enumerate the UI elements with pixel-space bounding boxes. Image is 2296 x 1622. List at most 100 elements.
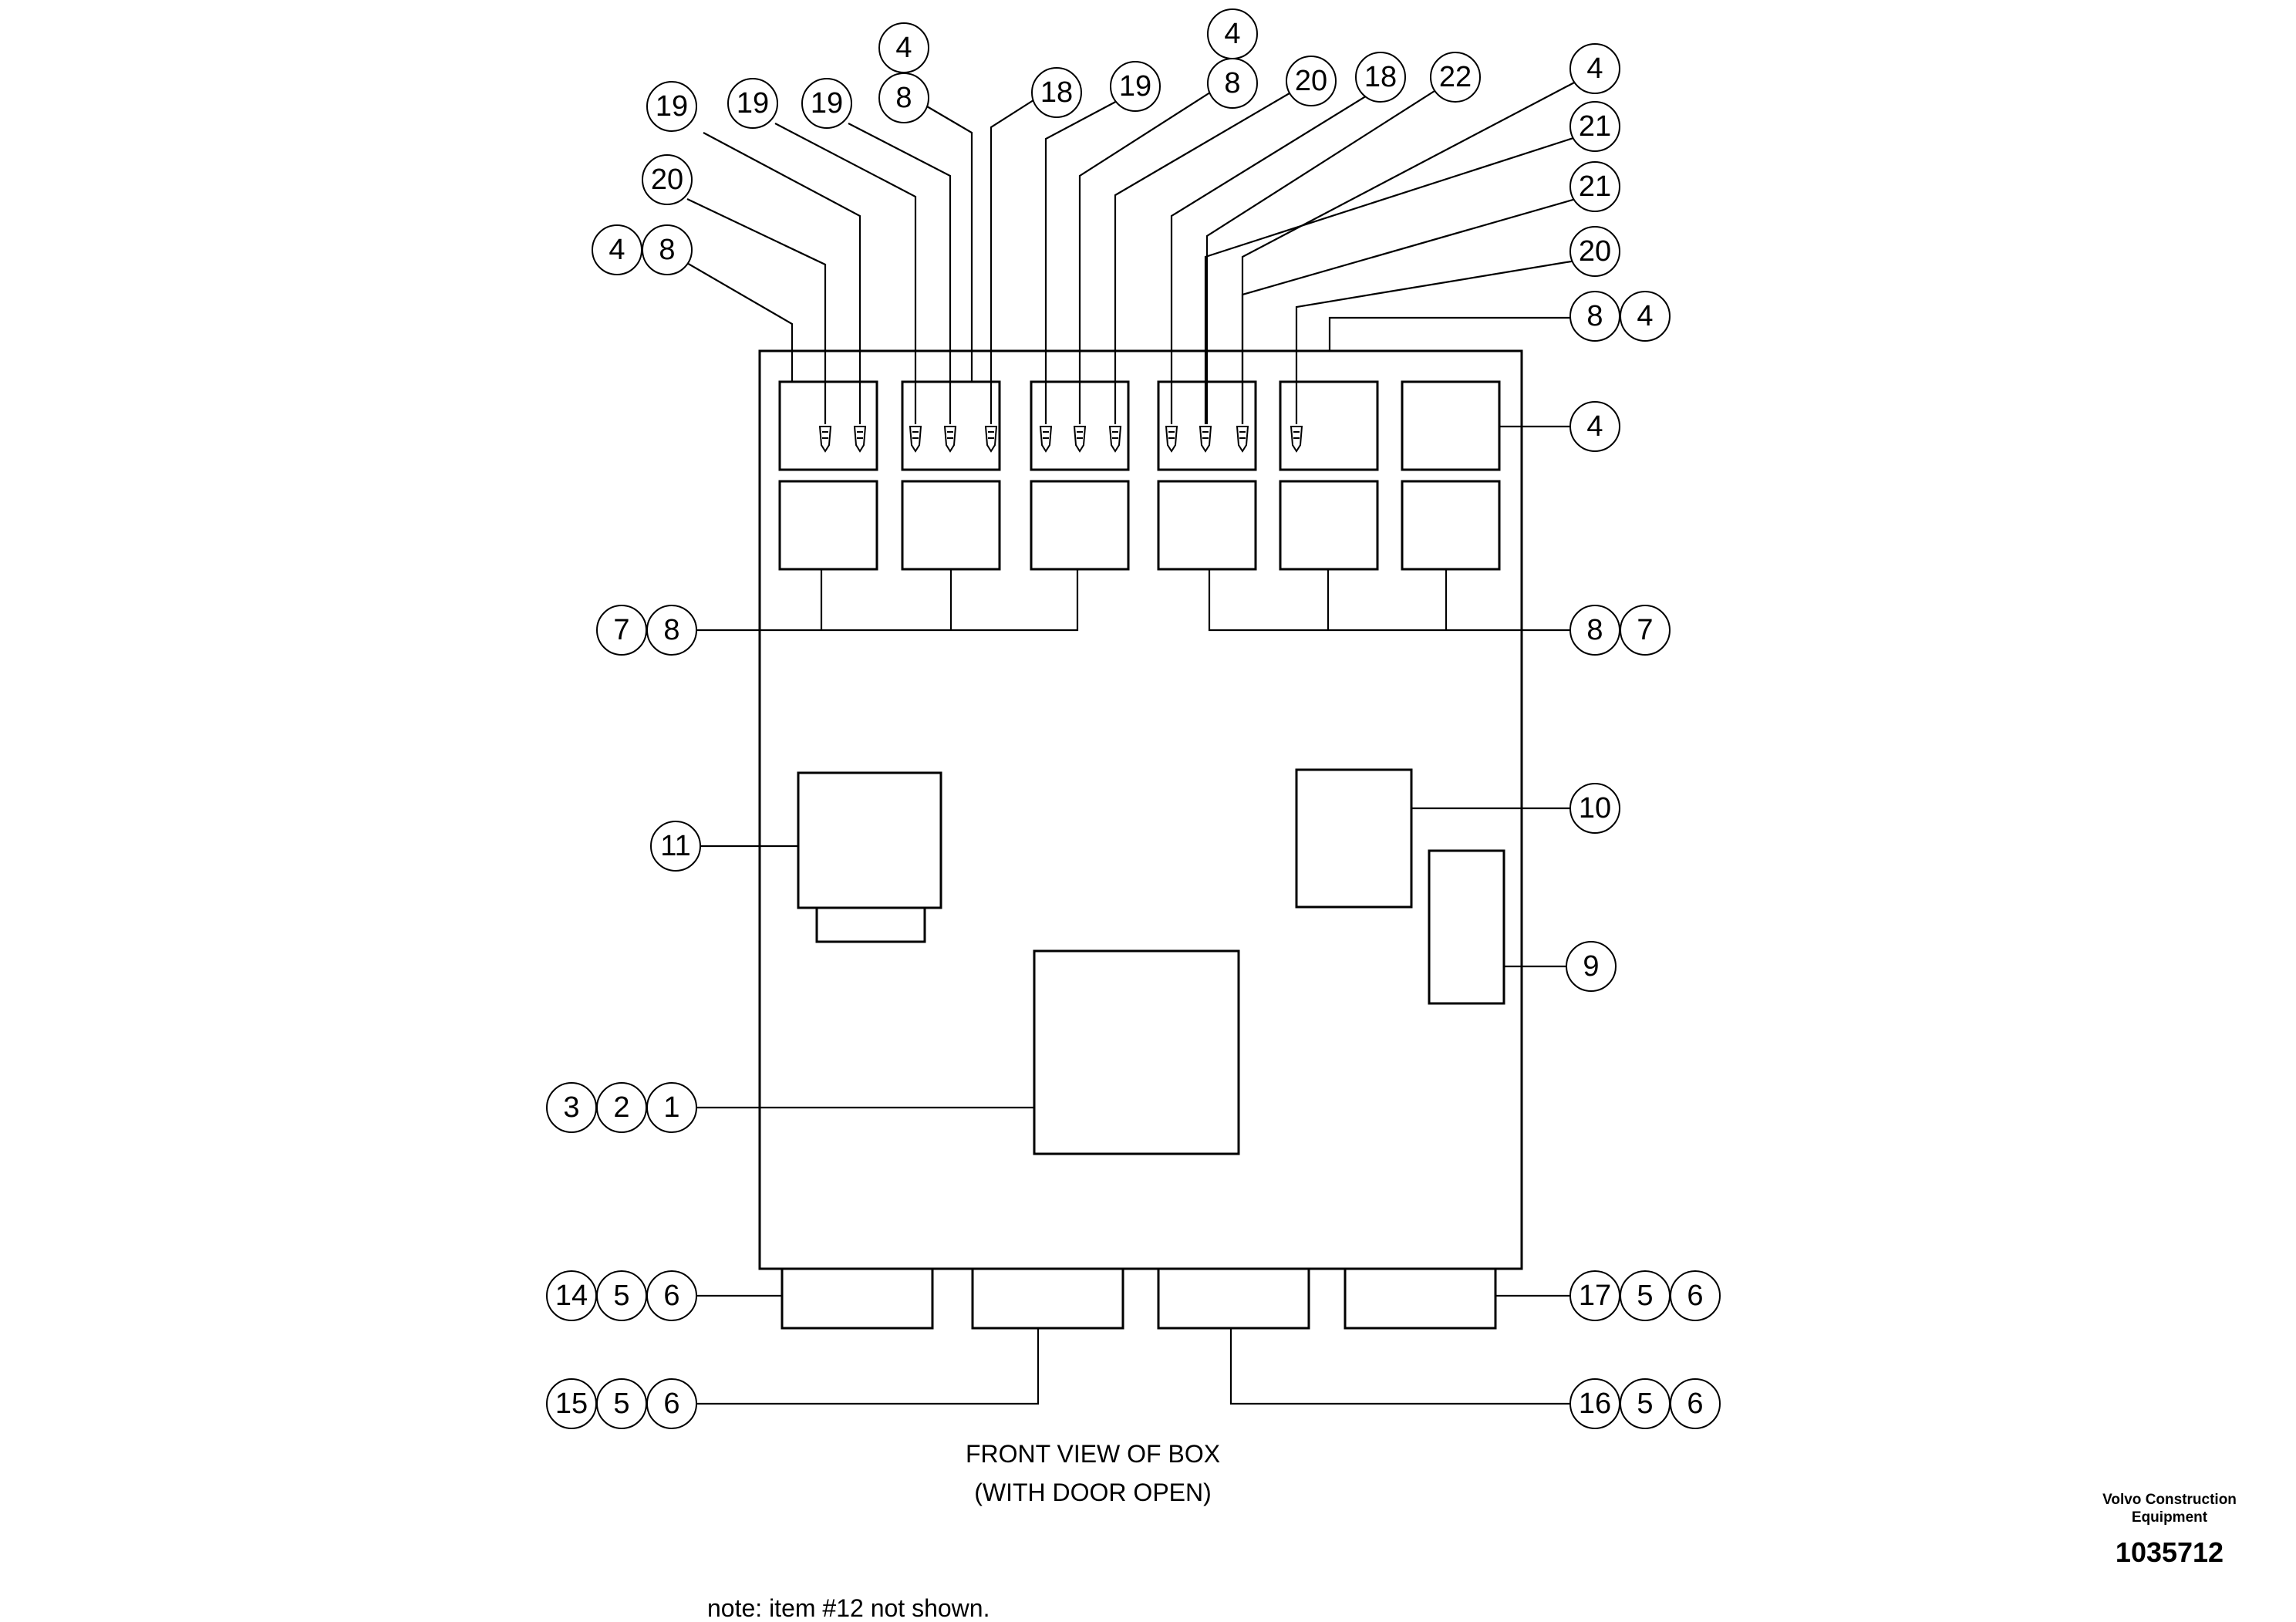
fuse-5 (984, 426, 998, 453)
svg-text:21: 21 (1579, 110, 1611, 143)
balloon-relays-left: 7 8 (596, 605, 697, 656)
fuse-12 (1290, 426, 1303, 453)
balloon-fuse-a1: 20 (642, 154, 693, 205)
balloon-connector-1: 14 5 6 (546, 1270, 697, 1321)
relay-5 (1279, 480, 1379, 571)
relay-6 (1401, 480, 1501, 571)
balloon-fuse-e1: 21 (1569, 101, 1620, 152)
svg-text:8: 8 (1586, 300, 1603, 332)
balloon-connector-3: 16 5 6 (1569, 1378, 1721, 1429)
module-9 (1428, 849, 1505, 1005)
svg-text:7: 7 (613, 614, 629, 646)
svg-text:8: 8 (663, 614, 679, 646)
svg-text:3: 3 (563, 1091, 579, 1124)
svg-text:4: 4 (1224, 18, 1240, 50)
box-enclosure (758, 349, 1523, 1270)
svg-text:14: 14 (555, 1280, 588, 1312)
svg-text:8: 8 (659, 234, 675, 266)
credit-line-2: Equipment (2132, 1509, 2208, 1526)
relay-4 (1157, 480, 1257, 571)
balloon-connector-2: 15 5 6 (546, 1378, 697, 1429)
svg-text:4: 4 (1586, 410, 1603, 443)
balloon-fuse-e3: 20 (1569, 226, 1620, 277)
svg-text:19: 19 (1119, 70, 1151, 103)
balloon-fuse-e2: 21 (1569, 161, 1620, 212)
svg-text:20: 20 (651, 164, 683, 196)
balloon-fuse-d3: 22 (1430, 52, 1481, 103)
svg-text:6: 6 (1687, 1280, 1703, 1312)
svg-text:5: 5 (613, 1280, 629, 1312)
svg-text:5: 5 (1637, 1280, 1653, 1312)
relay-3 (1030, 480, 1130, 571)
svg-text:18: 18 (1364, 61, 1397, 93)
connector-4 (1344, 1267, 1497, 1330)
drawing-number: 1035712 (2116, 1536, 2224, 1568)
svg-text:8: 8 (895, 82, 912, 114)
svg-text:6: 6 (663, 1280, 679, 1312)
balloon-fuse-d2: 18 (1355, 52, 1406, 103)
balloon-fuse-a2: 19 (646, 81, 697, 132)
fuse-4 (943, 426, 957, 453)
relay-1 (778, 480, 878, 571)
balloon-fuse-b2: 19 (801, 78, 852, 129)
svg-text:15: 15 (555, 1388, 588, 1420)
balloon-connector-4: 17 5 6 (1569, 1270, 1721, 1321)
fuse-8 (1108, 426, 1122, 453)
balloon-module-10: 10 (1569, 783, 1620, 834)
fuse-9 (1165, 426, 1178, 453)
module-10 (1295, 768, 1413, 909)
svg-text:4: 4 (895, 32, 912, 64)
balloon-fuse-right: 8 4 (1569, 291, 1671, 342)
fuse-2 (853, 426, 867, 453)
balloon-fuse-c3: 4 8 (1207, 8, 1258, 109)
relay-2 (901, 480, 1001, 571)
fuse-1 (818, 426, 832, 453)
balloon-relays-right: 8 7 (1569, 605, 1671, 656)
balloon-fuse-left: 4 8 (592, 224, 693, 275)
note-text: note: item #12 not shown. (707, 1594, 990, 1622)
leader-lines (685, 80, 1578, 1405)
svg-text:8: 8 (1586, 614, 1603, 646)
svg-text:5: 5 (1637, 1388, 1653, 1420)
caption-line-2: (WITH DOOR OPEN) (974, 1479, 1212, 1506)
fuse-holder-5 (1279, 380, 1379, 471)
module-11 (797, 771, 942, 909)
svg-text:5: 5 (613, 1388, 629, 1420)
balloon-fuse-b1: 19 (727, 78, 778, 129)
balloon-relay-top-right: 4 (1569, 401, 1620, 452)
svg-text:9: 9 (1583, 950, 1599, 983)
svg-text:4: 4 (609, 234, 625, 266)
svg-text:10: 10 (1579, 792, 1611, 824)
svg-text:19: 19 (811, 87, 843, 120)
connector-2 (971, 1267, 1124, 1330)
fuse-11 (1236, 426, 1249, 453)
svg-text:22: 22 (1439, 61, 1472, 93)
svg-text:4: 4 (1637, 300, 1653, 332)
credit-line-1: Volvo Construction (2102, 1492, 2237, 1508)
svg-text:21: 21 (1579, 170, 1611, 203)
svg-text:7: 7 (1637, 614, 1653, 646)
connector-3 (1157, 1267, 1310, 1330)
balloon-module-9: 9 (1566, 941, 1617, 992)
svg-text:4: 4 (1586, 52, 1603, 85)
fuse-10 (1199, 426, 1212, 453)
svg-text:6: 6 (1687, 1388, 1703, 1420)
svg-text:20: 20 (1579, 235, 1611, 268)
svg-text:20: 20 (1295, 65, 1327, 97)
svg-text:11: 11 (660, 830, 690, 862)
balloon-fuse-c1: 18 (1031, 67, 1082, 118)
svg-text:19: 19 (737, 87, 769, 120)
balloon-fuse-b3: 4 8 (878, 22, 929, 123)
connector-1 (781, 1267, 934, 1330)
svg-text:6: 6 (663, 1388, 679, 1420)
balloon-fuse-d4: 4 (1569, 43, 1620, 94)
balloon-fuse-c2: 19 (1110, 61, 1161, 112)
balloon-main-module: 3 2 1 (546, 1082, 697, 1133)
svg-text:8: 8 (1224, 67, 1240, 99)
fuse-3 (909, 426, 922, 453)
module-11-base (815, 906, 926, 943)
svg-text:18: 18 (1040, 76, 1073, 109)
svg-text:17: 17 (1579, 1280, 1611, 1312)
fuse-7 (1073, 426, 1087, 453)
